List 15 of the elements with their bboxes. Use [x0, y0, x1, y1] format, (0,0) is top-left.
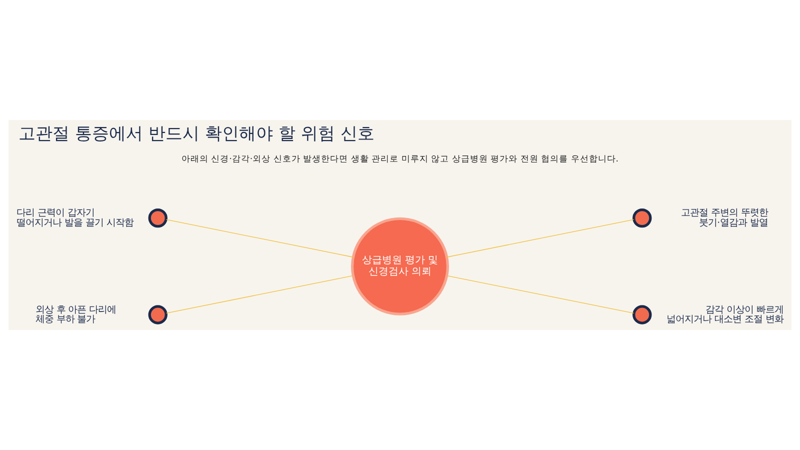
connector — [166, 219, 354, 258]
node-circle — [148, 208, 168, 228]
diagram-title: 고관절 통증에서 반드시 확인해야 할 위험 신호 — [18, 124, 375, 144]
node-circle — [632, 208, 652, 228]
connector — [446, 219, 634, 258]
node-label: 감각 이상이 빠르게 넓어지거나 대소변 조절 변화 — [666, 304, 784, 326]
connector — [166, 275, 354, 314]
label: 아래의 신경·감각·외상 신호가 발생한다면 생활 관리로 미루지 않고 상급병원 평가와 전원 협의를 우선합니다. — [181, 154, 619, 164]
node-circle — [632, 305, 652, 324]
node-label: 고관절 주변의 뚜렷한 붓기·열감과 발열 — [681, 208, 768, 228]
node-circle — [148, 305, 168, 324]
connector — [446, 275, 634, 314]
node-circle: 상급병원 평가 및 신경검사 의뢰 — [350, 217, 450, 316]
node-label: 외상 후 아픈 다리에 체중 부하 불가 — [35, 304, 116, 326]
node-label: 다리 근력이 갑자기 떨어지거나 발을 끌기 시작함 — [16, 208, 134, 228]
